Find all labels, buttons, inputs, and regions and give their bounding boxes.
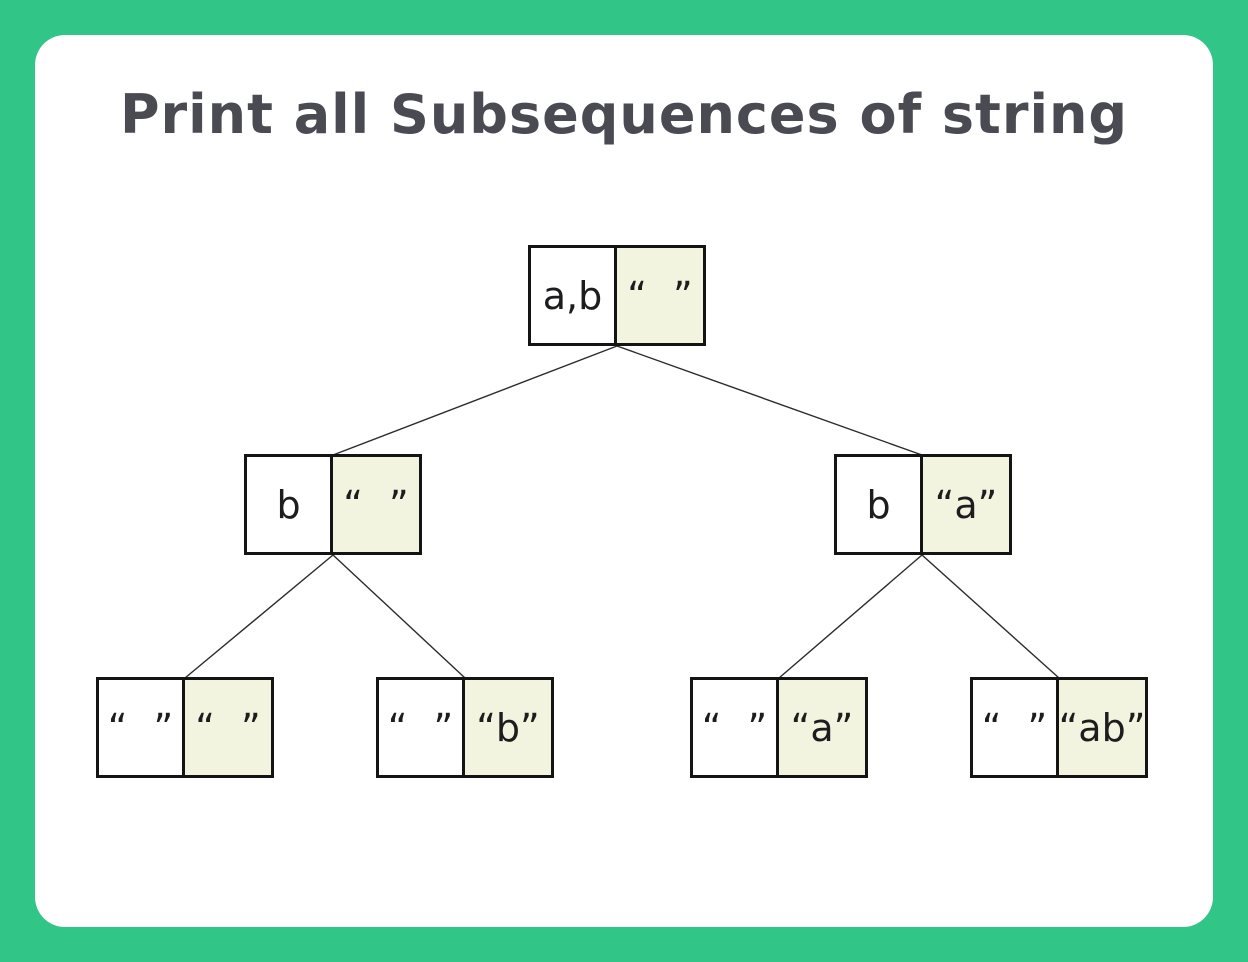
page-title: Print all Subsequences of string: [119, 83, 1129, 146]
tree-node-leaf-1: “ ” “ ”: [96, 677, 274, 778]
remaining-cell: “ ”: [99, 680, 185, 775]
tree-node-root: a,b “ ”: [528, 245, 706, 346]
remaining-cell: b: [837, 457, 923, 552]
output-cell: “ ”: [185, 680, 271, 775]
tree-node-right: b “a”: [834, 454, 1012, 555]
output-cell: “a”: [923, 457, 1009, 552]
remaining-cell: “ ”: [693, 680, 779, 775]
remaining-cell: b: [247, 457, 333, 552]
tree-node-leaf-2: “ ” “b”: [376, 677, 554, 778]
output-cell: “a”: [779, 680, 865, 775]
output-cell: “b”: [465, 680, 551, 775]
output-cell: “ ”: [617, 248, 703, 343]
remaining-cell: “ ”: [973, 680, 1059, 775]
output-cell: “ ”: [333, 457, 419, 552]
tree-node-leaf-4: “ ” “ab”: [970, 677, 1148, 778]
diagram-card: Print all Subsequences of string: [35, 35, 1213, 927]
remaining-cell: a,b: [531, 248, 617, 343]
tree-node-left: b “ ”: [244, 454, 422, 555]
remaining-cell: “ ”: [379, 680, 465, 775]
tree-node-leaf-3: “ ” “a”: [690, 677, 868, 778]
output-cell: “ab”: [1059, 680, 1145, 775]
